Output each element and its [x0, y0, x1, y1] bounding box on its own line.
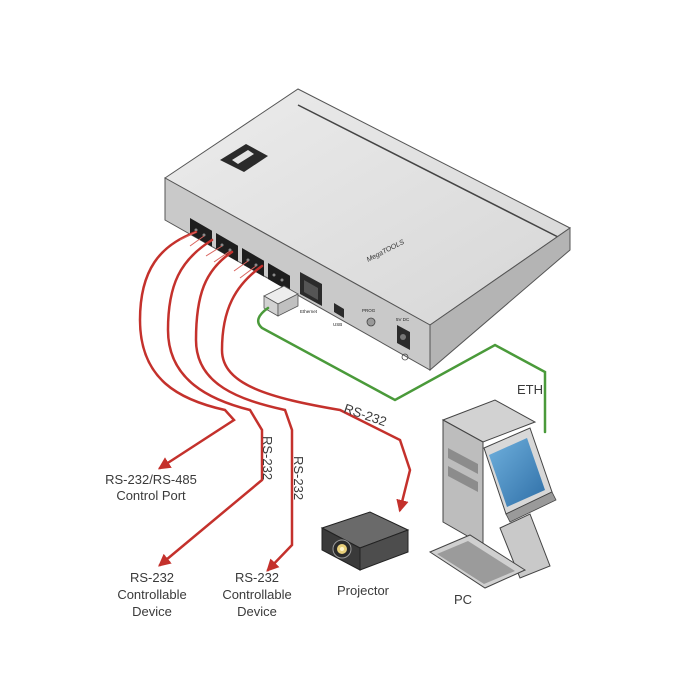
control-gateway-device: MegaTOOLS Ethernet USB	[164, 88, 571, 372]
lead-wires	[179, 231, 257, 279]
cable-to-projector	[220, 264, 412, 513]
control-port-label: RS-232/RS-485 Control Port	[105, 472, 197, 503]
device1-label: RS-232 Controllable Device	[117, 570, 186, 619]
ethernet-port: Ethernet	[300, 272, 322, 314]
device2-label: RS-232 Controllable Device	[222, 570, 291, 619]
cable-to-control-port	[138, 230, 236, 470]
eth-label: ETH	[517, 382, 543, 397]
ethernet-port-label: Ethernet	[300, 309, 318, 314]
adapter-module	[263, 285, 299, 317]
prog-button-label: PROG	[362, 308, 376, 313]
rs232-cables	[138, 230, 412, 572]
device2-line3: Device	[237, 604, 277, 619]
prog-button: PROG	[362, 308, 376, 327]
power-jack-label: 5V DC	[396, 317, 410, 322]
pc-label: PC	[454, 592, 472, 607]
ethernet-cable	[256, 306, 547, 434]
rs232-device1-cable-label: RS-232	[260, 436, 275, 480]
device1-line2: Controllable	[117, 587, 186, 602]
usb-port: USB	[333, 303, 344, 327]
cable-to-device-1	[158, 238, 264, 567]
device2-line1: RS-232	[235, 570, 279, 585]
power-jack: 5V DC	[396, 317, 410, 361]
rs232-projector-cable-label: RS-232	[342, 401, 389, 430]
pc-icon	[428, 399, 557, 589]
ground-icon	[401, 353, 409, 361]
usb-port-label: USB	[333, 322, 342, 327]
projector-label: Projector	[337, 583, 390, 598]
projector-icon	[320, 511, 410, 571]
device1-line3: Device	[132, 604, 172, 619]
device2-line2: Controllable	[222, 587, 291, 602]
control-port-line2: Control Port	[116, 488, 186, 503]
rs232-device2-cable-label: RS-232	[291, 456, 306, 500]
brand-logo-icon	[220, 144, 268, 172]
cable-to-device-2	[194, 250, 294, 572]
control-port-line1: RS-232/RS-485	[105, 472, 197, 487]
device1-line1: RS-232	[130, 570, 174, 585]
